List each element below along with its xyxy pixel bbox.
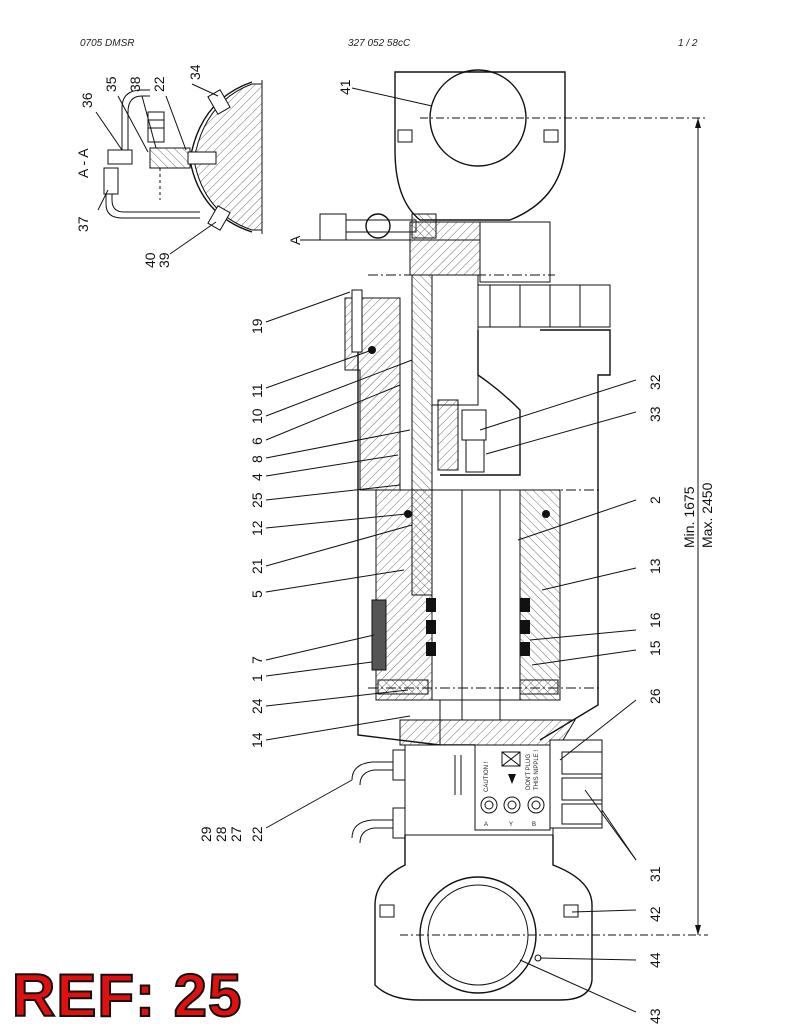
- callout-36: 36: [79, 92, 95, 108]
- callout-13: 13: [647, 558, 663, 574]
- callout-22-body: 22: [249, 826, 265, 842]
- header-part-number: 327 052 58cC: [348, 38, 411, 49]
- header-doc-code: 0705 DMSR: [80, 38, 135, 49]
- plate-caution-text: CAUTION !: [484, 761, 490, 792]
- callout-7: 7: [249, 656, 265, 664]
- callout-2: 2: [647, 496, 663, 504]
- callout-4: 4: [249, 473, 265, 481]
- callout-40: 40: [142, 252, 158, 268]
- dimension-line: [695, 118, 701, 935]
- callout-16: 16: [647, 612, 663, 628]
- bottom-clevis-eye: [374, 835, 708, 1001]
- callout-21: 21: [249, 558, 265, 574]
- callout-28: 28: [213, 826, 229, 842]
- leader-lines: [95, 83, 637, 1013]
- callout-19: 19: [249, 318, 265, 334]
- callout-10: 10: [249, 408, 265, 424]
- callout-39: 39: [156, 252, 172, 268]
- section-label-inset: A - A: [75, 148, 91, 178]
- callout-15: 15: [647, 640, 663, 656]
- callout-37: 37: [75, 216, 91, 232]
- callout-8: 8: [249, 455, 265, 463]
- plate-port-b: B: [532, 822, 536, 828]
- section-mark-left: A: [287, 235, 303, 245]
- section-detail-inset: [103, 80, 263, 234]
- callout-12: 12: [249, 520, 265, 536]
- callout-25: 25: [249, 492, 265, 508]
- callout-1: 1: [249, 674, 265, 682]
- callout-31: 31: [647, 866, 663, 882]
- top-clevis-eye: [394, 69, 708, 221]
- cylinder-body: [344, 221, 611, 746]
- callout-5: 5: [249, 590, 265, 598]
- callout-14: 14: [249, 732, 265, 748]
- callout-26: 26: [647, 688, 663, 704]
- callout-22-inset: 22: [151, 76, 167, 92]
- callout-38: 38: [127, 76, 143, 92]
- dimension-min: Min. 1675: [681, 486, 697, 548]
- plate-port-y: Y: [509, 822, 513, 828]
- callout-11: 11: [249, 383, 265, 398]
- plate-port-a: A: [484, 822, 488, 828]
- callout-29: 29: [198, 826, 214, 842]
- callout-43: 43: [647, 1008, 663, 1024]
- callout-34: 34: [187, 64, 203, 80]
- plate-warning-line1: DON'T PLUG: [526, 754, 532, 790]
- callout-33: 33: [647, 406, 663, 422]
- callout-32: 32: [647, 374, 663, 390]
- callout-44: 44: [647, 952, 663, 968]
- callout-35: 35: [103, 76, 119, 92]
- callout-27: 27: [228, 826, 244, 842]
- manifold-block: [351, 739, 603, 844]
- callout-42: 42: [647, 906, 663, 922]
- callout-6: 6: [249, 437, 265, 445]
- dimension-max: Max. 2450: [699, 482, 715, 548]
- callout-24: 24: [249, 698, 265, 714]
- callout-41: 41: [337, 79, 353, 95]
- plate-warning-line2: THIS NIPPLE !: [534, 750, 540, 790]
- callout-numbers: 41 36 35 38 22 34 37 40 39 19 11 10 6 8 …: [75, 64, 663, 1024]
- ref-badge: REF: 25: [11, 962, 243, 1029]
- header-page-number: 1 / 2: [678, 38, 698, 49]
